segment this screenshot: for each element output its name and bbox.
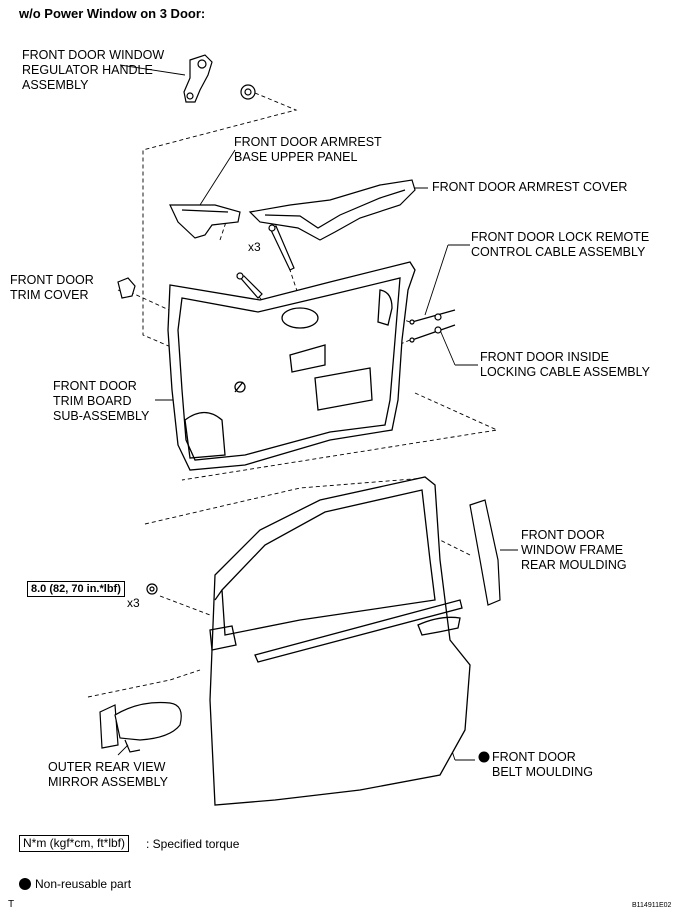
non-reusable-mark <box>478 751 490 763</box>
nut-part <box>146 583 158 595</box>
nonreusable-legend-text: Non-reusable part <box>35 877 132 891</box>
screw-parts <box>236 224 295 299</box>
label-trim-cover: FRONT DOOR TRIM COVER <box>10 273 94 302</box>
label-frame-moulding: FRONT DOOR WINDOW FRAME REAR MOULDING <box>521 528 627 572</box>
label-armrest-base: FRONT DOOR ARMREST BASE UPPER PANEL <box>234 135 382 164</box>
label-inside-locking-cable: FRONT DOOR INSIDE LOCKING CABLE ASSEMBLY <box>480 350 650 379</box>
trim-cover-part <box>117 277 136 299</box>
figure-code: B114911E02 <box>632 902 672 909</box>
torque-unit-box: N*m (kgf*cm, ft*lbf) <box>19 835 130 852</box>
trim-board-part <box>167 261 416 471</box>
torque-legend-text: : Specified torque <box>146 837 240 851</box>
label-trim-board: FRONT DOOR TRIM BOARD SUB-ASSEMBLY <box>53 379 150 423</box>
door-panel-part <box>209 476 471 806</box>
torque-value-box: 8.0 (82, 70 in.*lbf) <box>27 581 125 597</box>
regulator-handle-part <box>183 54 256 103</box>
armrest-base-panel-part <box>169 204 241 239</box>
footer-mark: T <box>8 899 15 910</box>
cable-parts <box>409 309 456 343</box>
diagram-title: w/o Power Window on 3 Door: <box>19 6 206 21</box>
label-armrest-cover: FRONT DOOR ARMREST COVER <box>432 180 628 194</box>
label-mirror: OUTER REAR VIEW MIRROR ASSEMBLY <box>48 760 168 789</box>
label-lock-remote-cable: FRONT DOOR LOCK REMOTE CONTROL CABLE ASS… <box>471 230 650 259</box>
label-belt-moulding: FRONT DOOR BELT MOULDING <box>492 750 593 779</box>
mirror-part <box>99 701 182 753</box>
label-regulator-handle: FRONT DOOR WINDOW REGULATOR HANDLE ASSEM… <box>22 48 165 92</box>
nut-quantity: x3 <box>127 596 140 610</box>
armrest-cover-part <box>248 179 416 241</box>
legend-dot <box>19 878 31 890</box>
screw-quantity: x3 <box>248 240 261 254</box>
rear-moulding-part <box>469 499 501 606</box>
